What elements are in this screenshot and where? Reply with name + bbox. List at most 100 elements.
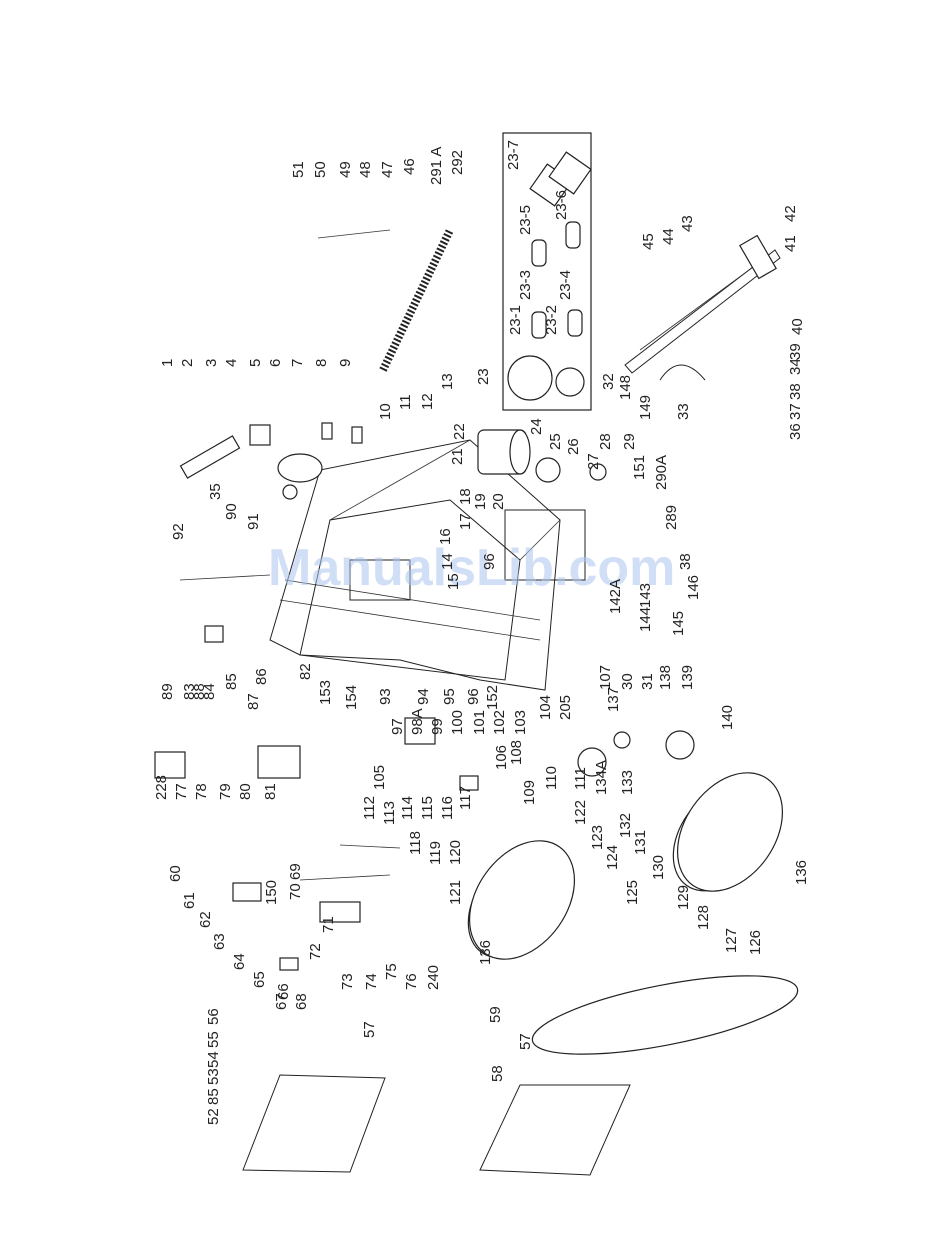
part-number-label: 65	[251, 971, 268, 988]
part-number-label: 22	[451, 423, 468, 440]
motor	[477, 429, 607, 483]
part-number-label: 54	[205, 1051, 222, 1068]
inset-part-label: 23-6	[553, 190, 570, 220]
part-number-label: 153	[317, 680, 334, 705]
part-number-label: 8	[313, 359, 330, 367]
part-number-label: 116	[439, 796, 456, 820]
part-number-label: 87	[245, 693, 262, 710]
handle-assembly	[179, 422, 363, 500]
part-number-label: 11	[397, 394, 414, 410]
part-number-label: 16	[437, 528, 454, 545]
part-number-label: 67	[273, 993, 290, 1010]
part-number-label: 126	[747, 930, 764, 955]
part-number-label: 106	[493, 745, 510, 770]
part-number-label: 4	[223, 359, 240, 367]
part-number-label: 44	[660, 228, 677, 245]
part-number-label: 75	[383, 963, 400, 980]
part-number-label: 72	[307, 943, 324, 960]
part-number-label: 29	[621, 433, 638, 450]
part-number-label: 47	[379, 161, 396, 178]
inset-part-label: 23-1	[507, 305, 524, 335]
part-number-label: 48	[357, 161, 374, 178]
part-number-label: 56	[205, 1008, 222, 1025]
part-number-label: 149	[637, 395, 654, 420]
part-number-label: 78	[193, 783, 210, 800]
part-number-label: 85	[223, 673, 240, 690]
part-number-label: 27	[585, 453, 602, 470]
part-number-label: 133	[619, 770, 636, 795]
part-number-label: 89	[159, 683, 176, 700]
part-number-label: 151	[631, 455, 648, 480]
part-number-label: 136	[477, 940, 494, 965]
part-number-label: 102	[491, 710, 508, 735]
part-number-label: 103	[512, 710, 529, 735]
part-number-label: 289	[663, 505, 680, 530]
part-number-label: 61	[181, 892, 198, 909]
inset-parts	[507, 151, 592, 401]
part-number-label: 26	[565, 438, 582, 455]
part-number-label: 81	[262, 783, 279, 800]
part-number-label: 142A	[607, 579, 624, 614]
part-number-label: 38	[787, 383, 804, 400]
part-number-label: 124	[604, 845, 621, 870]
part-number-label: 15	[445, 573, 462, 590]
part-number-label: 132	[617, 813, 634, 838]
part-number-label: 99	[429, 718, 446, 735]
part-number-label: 150	[263, 880, 280, 905]
upper-frame-bar	[624, 249, 781, 374]
part-number-label: 18	[457, 488, 474, 505]
part-number-label: 82	[297, 663, 314, 680]
part-number-label: 139	[679, 665, 696, 690]
part-number-label: 134A	[593, 760, 610, 795]
part-number-label: 148	[617, 375, 634, 400]
part-number-label: 101	[471, 710, 488, 735]
part-number-label: 49	[337, 161, 354, 178]
part-number-label: 131	[632, 830, 649, 855]
part-number-label: 24	[528, 418, 545, 435]
part-number-label: 3	[203, 359, 220, 367]
inset-part-label: 23-3	[517, 270, 534, 300]
part-number-label: 118	[407, 831, 424, 855]
part-number-label: 69	[287, 863, 304, 880]
part-number-label: 121	[447, 880, 464, 905]
part-number-label: 130	[650, 855, 667, 880]
part-number-label: 33	[675, 403, 692, 420]
part-number-label: 12	[419, 393, 436, 410]
part-number-label: 62	[197, 911, 214, 928]
part-number-label: 45	[640, 233, 657, 250]
part-number-label: 123	[589, 825, 606, 850]
part-number-label: 92	[170, 523, 187, 540]
part-number-label: 60	[167, 865, 184, 882]
part-number-label: 98A	[409, 708, 426, 735]
part-number-label: 36	[787, 423, 804, 440]
part-number-label: 19	[472, 493, 489, 510]
part-number-label: 34	[787, 358, 804, 375]
part-number-label: 137	[605, 687, 622, 712]
part-number-label: 100	[449, 710, 466, 735]
part-number-label: 240	[425, 965, 442, 990]
part-number-label: 6	[267, 359, 284, 367]
part-number-label: 108	[508, 740, 525, 765]
motor-parts-inset	[502, 132, 592, 411]
part-number-label: 120	[447, 840, 464, 865]
part-number-label: 79	[217, 783, 234, 800]
part-number-label: 96	[481, 553, 498, 570]
part-number-label: 9	[337, 359, 354, 367]
part-number-label: 122	[572, 800, 589, 825]
part-number-label: 66	[275, 983, 292, 1000]
part-number-label: 63	[211, 933, 228, 950]
part-number-label: 31	[639, 673, 656, 690]
part-number-label: 39	[787, 343, 804, 360]
part-number-label: 59	[487, 1006, 504, 1023]
part-number-label: 41	[782, 235, 799, 252]
misc-parts	[154, 229, 777, 971]
part-number-label: 94	[415, 688, 432, 705]
part-number-label: 109	[521, 780, 538, 805]
part-number-label: 13	[439, 373, 456, 390]
part-number-label: 1	[159, 359, 176, 367]
part-number-label: 52	[205, 1108, 222, 1125]
part-number-label: 95	[441, 688, 458, 705]
